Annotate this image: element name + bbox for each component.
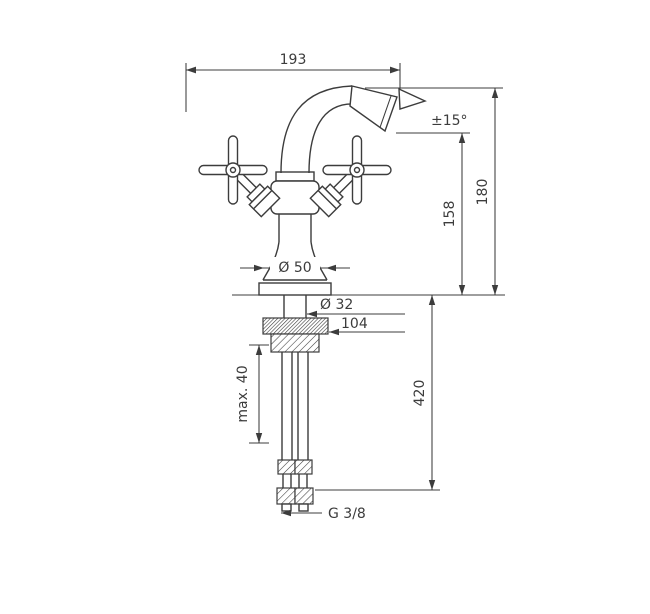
dim-hose-length: 420	[315, 295, 440, 491]
spout	[280, 85, 398, 174]
dim-label-overall-height: 180	[475, 179, 491, 206]
dim-overall-width: 193	[185, 52, 401, 112]
dim-overall-height: 180	[365, 87, 503, 295]
right-handle	[309, 135, 392, 218]
dim-base-diameter: Ø 50	[240, 257, 350, 277]
left-handle	[198, 135, 281, 218]
dim-spout-height: 158	[396, 132, 470, 295]
dim-max-mounting-thickness: max. 40	[235, 344, 269, 444]
supply-hoses	[276, 352, 314, 512]
swivel-flag-icon	[398, 87, 427, 110]
dim-clearance-width: 104	[329, 316, 405, 336]
spout-head	[349, 85, 398, 133]
dim-shank-diameter: Ø 32	[307, 297, 405, 318]
dim-connection-thread: G 3/8	[281, 506, 366, 522]
dim-label-connection-thread: G 3/8	[328, 506, 366, 522]
dim-label-clearance-width: 104	[341, 316, 368, 332]
dim-label-spout-height: 158	[442, 201, 458, 228]
dim-label-overall-width: 193	[280, 52, 307, 68]
mounting-shank	[262, 295, 329, 353]
hose-nut-right	[294, 487, 314, 505]
swivel-indicator: ±15°	[398, 87, 468, 129]
dim-label-swivel-angle: ±15°	[431, 113, 468, 129]
hose-nut-left	[276, 487, 296, 505]
mounting-nut	[270, 333, 320, 353]
washer-flange	[262, 317, 329, 335]
dim-label-max-mounting-thickness: max. 40	[235, 365, 251, 422]
dim-label-base-diameter: Ø 50	[278, 260, 311, 276]
dim-label-hose-length: 420	[412, 380, 428, 407]
dim-label-shank-diameter: Ø 32	[320, 297, 353, 313]
